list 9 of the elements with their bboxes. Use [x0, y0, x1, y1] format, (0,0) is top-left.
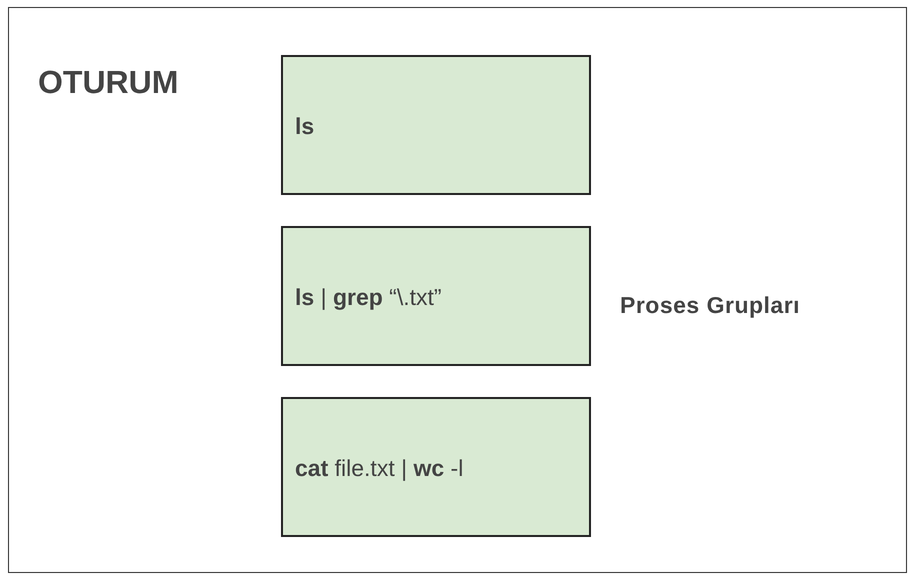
process-box	[281, 55, 591, 195]
session-frame	[8, 7, 907, 573]
command-text: ls	[295, 113, 314, 140]
process-box	[281, 397, 591, 537]
process-box	[281, 226, 591, 366]
command-text: cat file.txt | wc -l	[295, 455, 464, 482]
group-label: Proses Grupları	[620, 292, 800, 319]
command-text: ls | grep “\.txt”	[295, 284, 442, 311]
frame-title: OTURUM	[38, 64, 178, 101]
